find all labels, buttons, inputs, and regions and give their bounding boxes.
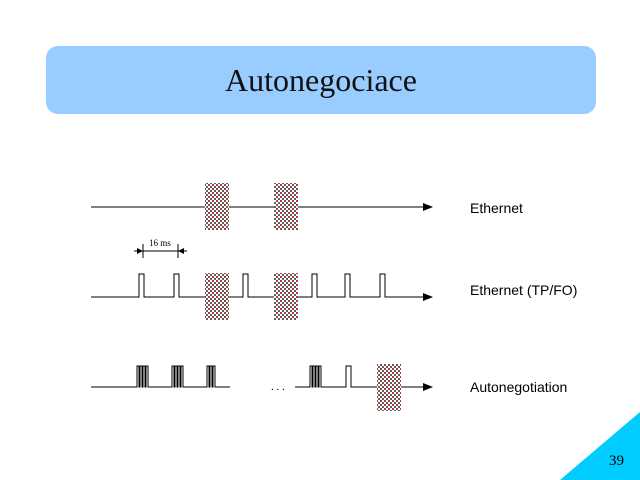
interval-arrowhead [137, 248, 143, 254]
frame-block [205, 183, 229, 230]
frame-block [274, 273, 298, 320]
row-ethernet-tp-fo: 16 ms [91, 238, 433, 320]
frame-block [205, 273, 229, 320]
row-label-ethernet: Ethernet [470, 200, 523, 216]
page-number: 39 [609, 453, 624, 469]
gap-marker: . . . [271, 381, 285, 393]
pulse-waveform [91, 273, 433, 301]
flp-waveform-left [91, 365, 230, 388]
row-label-autonegotiation: Autonegotiation [470, 379, 568, 395]
slide-title: Autonegociace [225, 61, 417, 98]
row-ethernet [91, 183, 433, 230]
flp-waveform-right [295, 365, 433, 391]
interval-arrowhead [178, 248, 184, 254]
frame-block [377, 364, 401, 411]
row-autonegotiation: . . . [91, 364, 433, 411]
frame-block [274, 183, 298, 230]
row-label-ethernet-tp-fo: Ethernet (TP/FO) [470, 282, 578, 298]
interval-label: 16 ms [149, 238, 171, 248]
corner-triangle [560, 412, 640, 480]
title-banner: Autonegociace [46, 46, 596, 114]
